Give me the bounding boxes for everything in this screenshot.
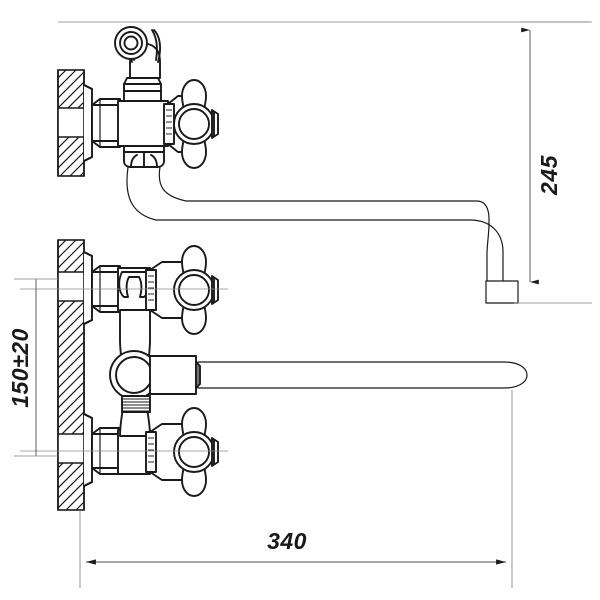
lower-cross-handle-cold xyxy=(173,407,219,497)
upper-cross-handle xyxy=(173,79,219,169)
dimension-340: 340 xyxy=(79,390,513,588)
dimension-245: 245 xyxy=(514,21,592,304)
centerlines xyxy=(20,288,228,452)
dimension-340-label: 340 xyxy=(267,528,307,554)
dimension-150-20: 150±20 xyxy=(7,278,58,457)
upper-mixer-assembly xyxy=(83,26,519,304)
lower-mixer-assembly xyxy=(83,245,528,497)
dimension-150-20-label: 150±20 xyxy=(7,328,33,408)
wall-section-lower xyxy=(57,239,85,511)
straight-spout xyxy=(197,361,528,389)
dimension-245-label: 245 xyxy=(536,154,562,196)
lower-cross-handle-hot xyxy=(173,245,219,335)
spout-aerator xyxy=(485,280,519,304)
swan-neck-spout xyxy=(126,166,504,289)
